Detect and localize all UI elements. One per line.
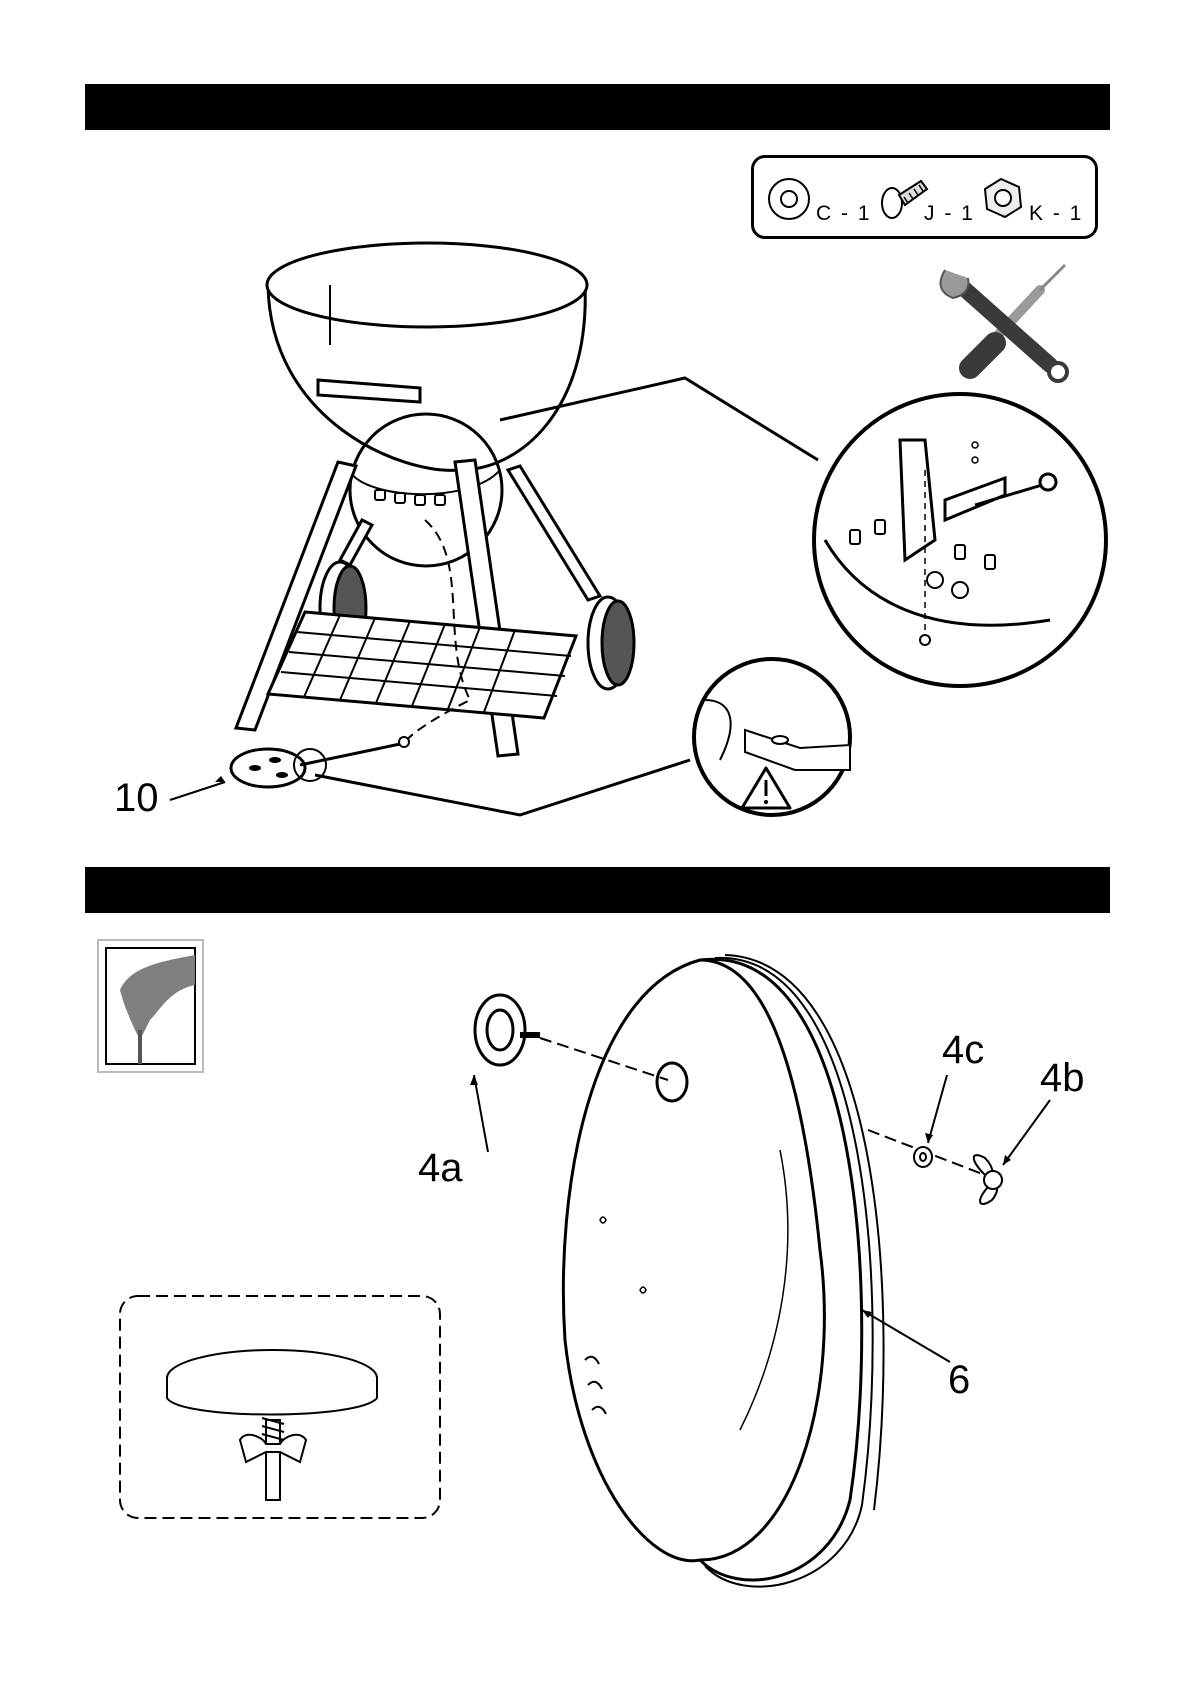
lid-washer: [914, 1147, 932, 1167]
leader-line-4b: [1003, 1100, 1050, 1165]
tools-icon: [941, 265, 1068, 381]
leader-line-4c: [928, 1075, 947, 1143]
detail-circle-warning: [694, 659, 850, 815]
part-label-6: 6: [948, 1360, 970, 1400]
leader-line-4a: [474, 1075, 488, 1152]
kettle-bowl: [267, 243, 587, 470]
glove-icon: [98, 940, 203, 1072]
part-label-4b: 4b: [1040, 1058, 1085, 1098]
part-label-4c: 4c: [942, 1030, 984, 1070]
bottom-shelf: [268, 612, 576, 718]
leader-line-6: [862, 1310, 950, 1362]
part-label-10: 10: [114, 778, 159, 818]
wing-nut: [974, 1155, 1002, 1204]
ash-plate: [231, 737, 409, 787]
thermometer-detail-box: [120, 1296, 440, 1518]
detail-circle-vent: [814, 394, 1106, 686]
grill-lid: [563, 955, 883, 1587]
part-label-4a: 4a: [418, 1148, 463, 1188]
leader-line-10: [170, 782, 225, 800]
